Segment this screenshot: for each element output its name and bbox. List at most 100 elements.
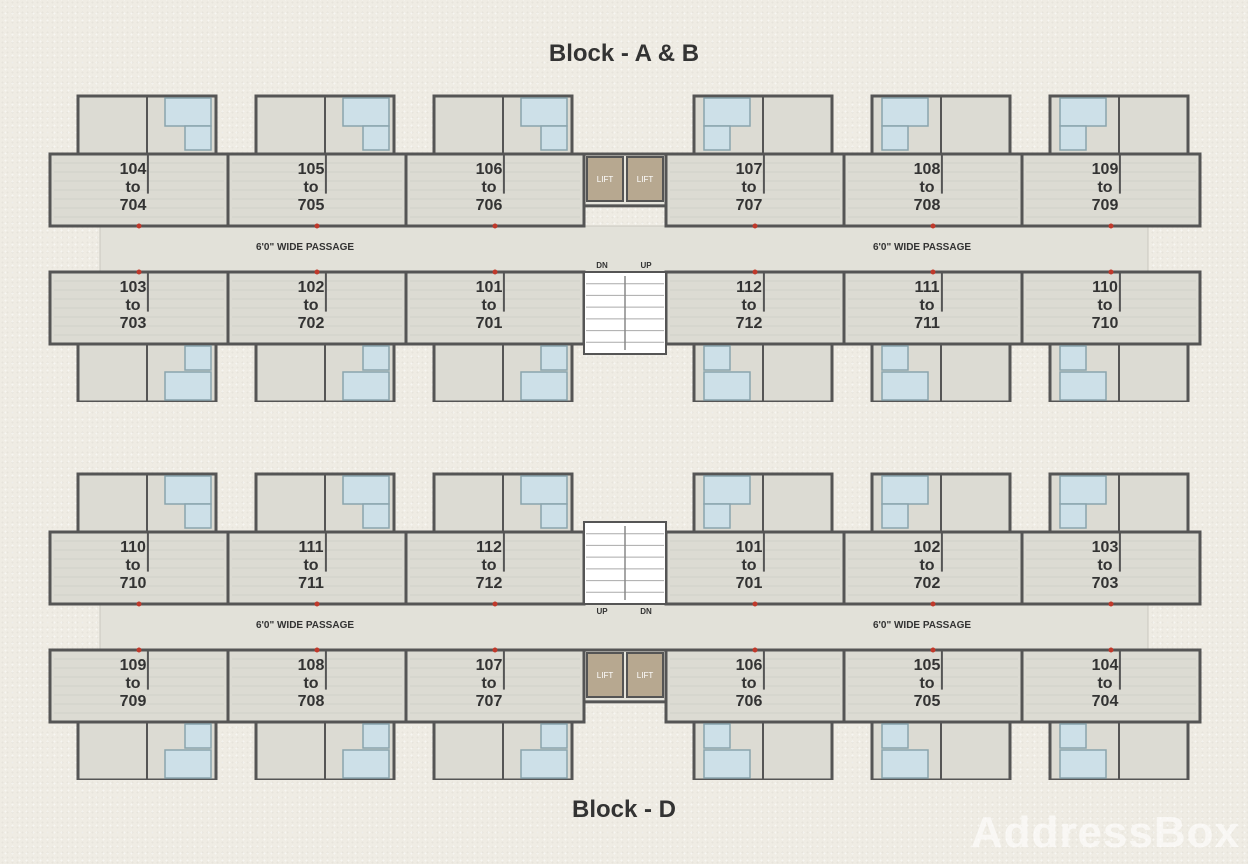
- unit-floor: [48, 270, 230, 346]
- bathroom: [881, 371, 929, 401]
- toilet: [1059, 345, 1087, 371]
- door-marker: [1108, 647, 1114, 653]
- unit-number-until: 705: [914, 693, 941, 710]
- toilet: [184, 723, 212, 749]
- unit-number-until: 701: [736, 575, 763, 592]
- unit-number-to: to: [481, 557, 496, 574]
- unit-number-to: to: [919, 179, 934, 196]
- unit-number-from: 106: [736, 657, 763, 674]
- unit-floor: [1020, 152, 1202, 228]
- lift-car-2: [626, 156, 664, 202]
- unit-number-to: to: [125, 297, 140, 314]
- bathroom: [520, 749, 568, 779]
- bathroom: [342, 97, 390, 127]
- door-marker: [1108, 601, 1114, 607]
- unit-number-to: to: [919, 675, 934, 692]
- floor-tile-grid: [232, 162, 402, 218]
- unit-number-until: 712: [736, 315, 763, 332]
- unit-number-to: to: [741, 179, 756, 196]
- toilet: [540, 723, 568, 749]
- floor-tile-grid: [54, 658, 224, 714]
- floor-tile-grid: [54, 162, 224, 218]
- unit-number-from: 112: [476, 539, 502, 556]
- stair-label-1: DN: [596, 261, 608, 270]
- floor-tile-grid: [410, 658, 580, 714]
- floor-tile-grid: [410, 162, 580, 218]
- lift-car-2: [626, 652, 664, 698]
- floor-tile-grid: [54, 280, 224, 336]
- unit-number-from: 109: [1092, 161, 1119, 178]
- unit-number-to: to: [125, 179, 140, 196]
- unit-number-from: 110: [120, 539, 146, 556]
- floor-tile-grid: [1026, 162, 1196, 218]
- unit-number-until: 712: [476, 575, 503, 592]
- unit-number-to: to: [741, 557, 756, 574]
- unit-floor: [48, 152, 230, 228]
- bathroom: [1059, 475, 1107, 505]
- bathroom: [703, 475, 751, 505]
- unit-number-to: to: [303, 179, 318, 196]
- unit-number-to: to: [303, 297, 318, 314]
- floor-tile-grid: [410, 540, 580, 596]
- lift-label-2: LIFT: [637, 671, 654, 680]
- floor-tile-grid: [410, 280, 580, 336]
- floor-tile-grid: [848, 280, 1018, 336]
- unit-number-from: 101: [736, 539, 763, 556]
- door-marker: [314, 647, 320, 653]
- door-marker: [752, 601, 758, 607]
- floor-tile-grid: [1026, 280, 1196, 336]
- unit-number-from: 108: [914, 161, 941, 178]
- toilet: [362, 125, 390, 151]
- unit-number-until: 704: [1092, 693, 1119, 710]
- lift-label-1: LIFT: [597, 175, 614, 184]
- door-marker: [752, 269, 758, 275]
- bathroom: [1059, 371, 1107, 401]
- toilet: [881, 503, 909, 529]
- bathroom: [520, 475, 568, 505]
- bathroom: [164, 97, 212, 127]
- unit-number-until: 705: [298, 197, 325, 214]
- door-marker: [930, 647, 936, 653]
- bathroom: [164, 749, 212, 779]
- block-title-bottom: Block - D: [571, 796, 676, 823]
- lift-car-1: [586, 652, 624, 698]
- floor-tile-grid: [232, 658, 402, 714]
- block-title-top: Block - A & B: [548, 40, 700, 67]
- lift-label-1: LIFT: [597, 671, 614, 680]
- unit-number-from: 106: [476, 161, 503, 178]
- passage-label-right: 6'0" WIDE PASSAGE: [873, 242, 971, 253]
- toilet: [540, 503, 568, 529]
- unit-number-until: 701: [476, 315, 503, 332]
- bathroom: [703, 371, 751, 401]
- unit-number-until: 711: [914, 315, 940, 332]
- unit-number-from: 102: [914, 539, 941, 556]
- door-marker: [314, 269, 320, 275]
- unit-floor: [1020, 270, 1202, 346]
- unit-number-to: to: [125, 675, 140, 692]
- toilet: [184, 345, 212, 371]
- unit-number-from: 108: [298, 657, 325, 674]
- floor-tile-grid: [232, 540, 402, 596]
- unit-number-from: 111: [299, 539, 324, 556]
- door-marker: [752, 647, 758, 653]
- unit-number-until: 706: [476, 197, 503, 214]
- wide-passage: [99, 603, 1149, 651]
- bathroom: [1059, 749, 1107, 779]
- bathroom: [164, 371, 212, 401]
- bathroom: [703, 97, 751, 127]
- passage-label-right: 6'0" WIDE PASSAGE: [873, 620, 971, 631]
- unit-floor: [842, 530, 1024, 606]
- unit-number-from: 103: [1092, 539, 1119, 556]
- toilet: [362, 503, 390, 529]
- floor-tile-grid: [848, 162, 1018, 218]
- door-marker: [1108, 269, 1114, 275]
- door-marker: [492, 269, 498, 275]
- unit-number-until: 710: [120, 575, 147, 592]
- unit-number-until: 709: [1092, 197, 1119, 214]
- unit-number-to: to: [741, 297, 756, 314]
- floor-tile-grid: [1026, 658, 1196, 714]
- door-marker: [930, 223, 936, 229]
- toilet: [881, 345, 909, 371]
